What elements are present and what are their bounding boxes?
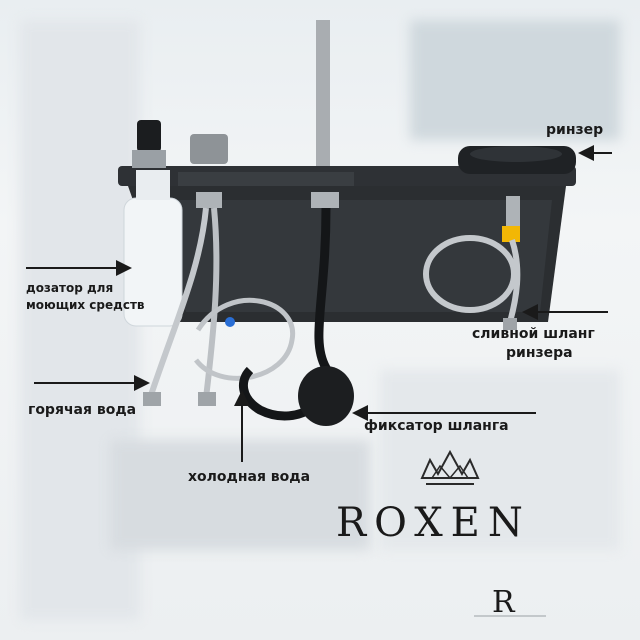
monogram-letter: R [492,585,516,620]
fitting-center [311,192,339,208]
faucet-deck [178,172,354,190]
drain-hose-end [503,318,517,330]
drain-hose-coil [423,235,517,313]
dispenser-neck [132,150,166,168]
blue-valve [225,317,235,327]
dispenser-pump [137,120,161,152]
label-cold-water: холодная вода [188,469,311,485]
label-rinser: ринзер [546,122,604,138]
hose-loop [194,297,296,381]
crown-icon [420,449,480,485]
faucet-pole [316,20,330,170]
rinser-top [470,146,562,162]
hot-hose-end [143,392,161,406]
label-hose-clamp: фиксатор шланга [364,418,509,434]
brand-name: ROXEN [336,500,531,546]
dispenser-cap [136,170,170,200]
label-drain-hose-line1: сливной шланг [472,326,595,342]
label-dispenser-line2: моющих средств [26,298,145,312]
label-dispenser-line1: дозатор для [26,281,114,295]
hot-water-hose [147,207,209,399]
drain-hose-tail [507,239,521,323]
hose-clamp [298,366,354,426]
faucet-valve [190,134,228,164]
fitting-right [506,196,520,226]
sink-body-shade [140,200,552,312]
monogram-logo: R [474,585,546,620]
background-window [410,20,620,140]
background-counter [110,440,370,550]
yellow-valve [502,226,520,242]
label-drain-hose-line2: ринзера [506,345,573,361]
cold-hose-end [198,392,216,406]
fitting-left [196,192,222,208]
background-appliance [380,370,620,550]
label-hot-water: горячая вода [28,402,137,418]
